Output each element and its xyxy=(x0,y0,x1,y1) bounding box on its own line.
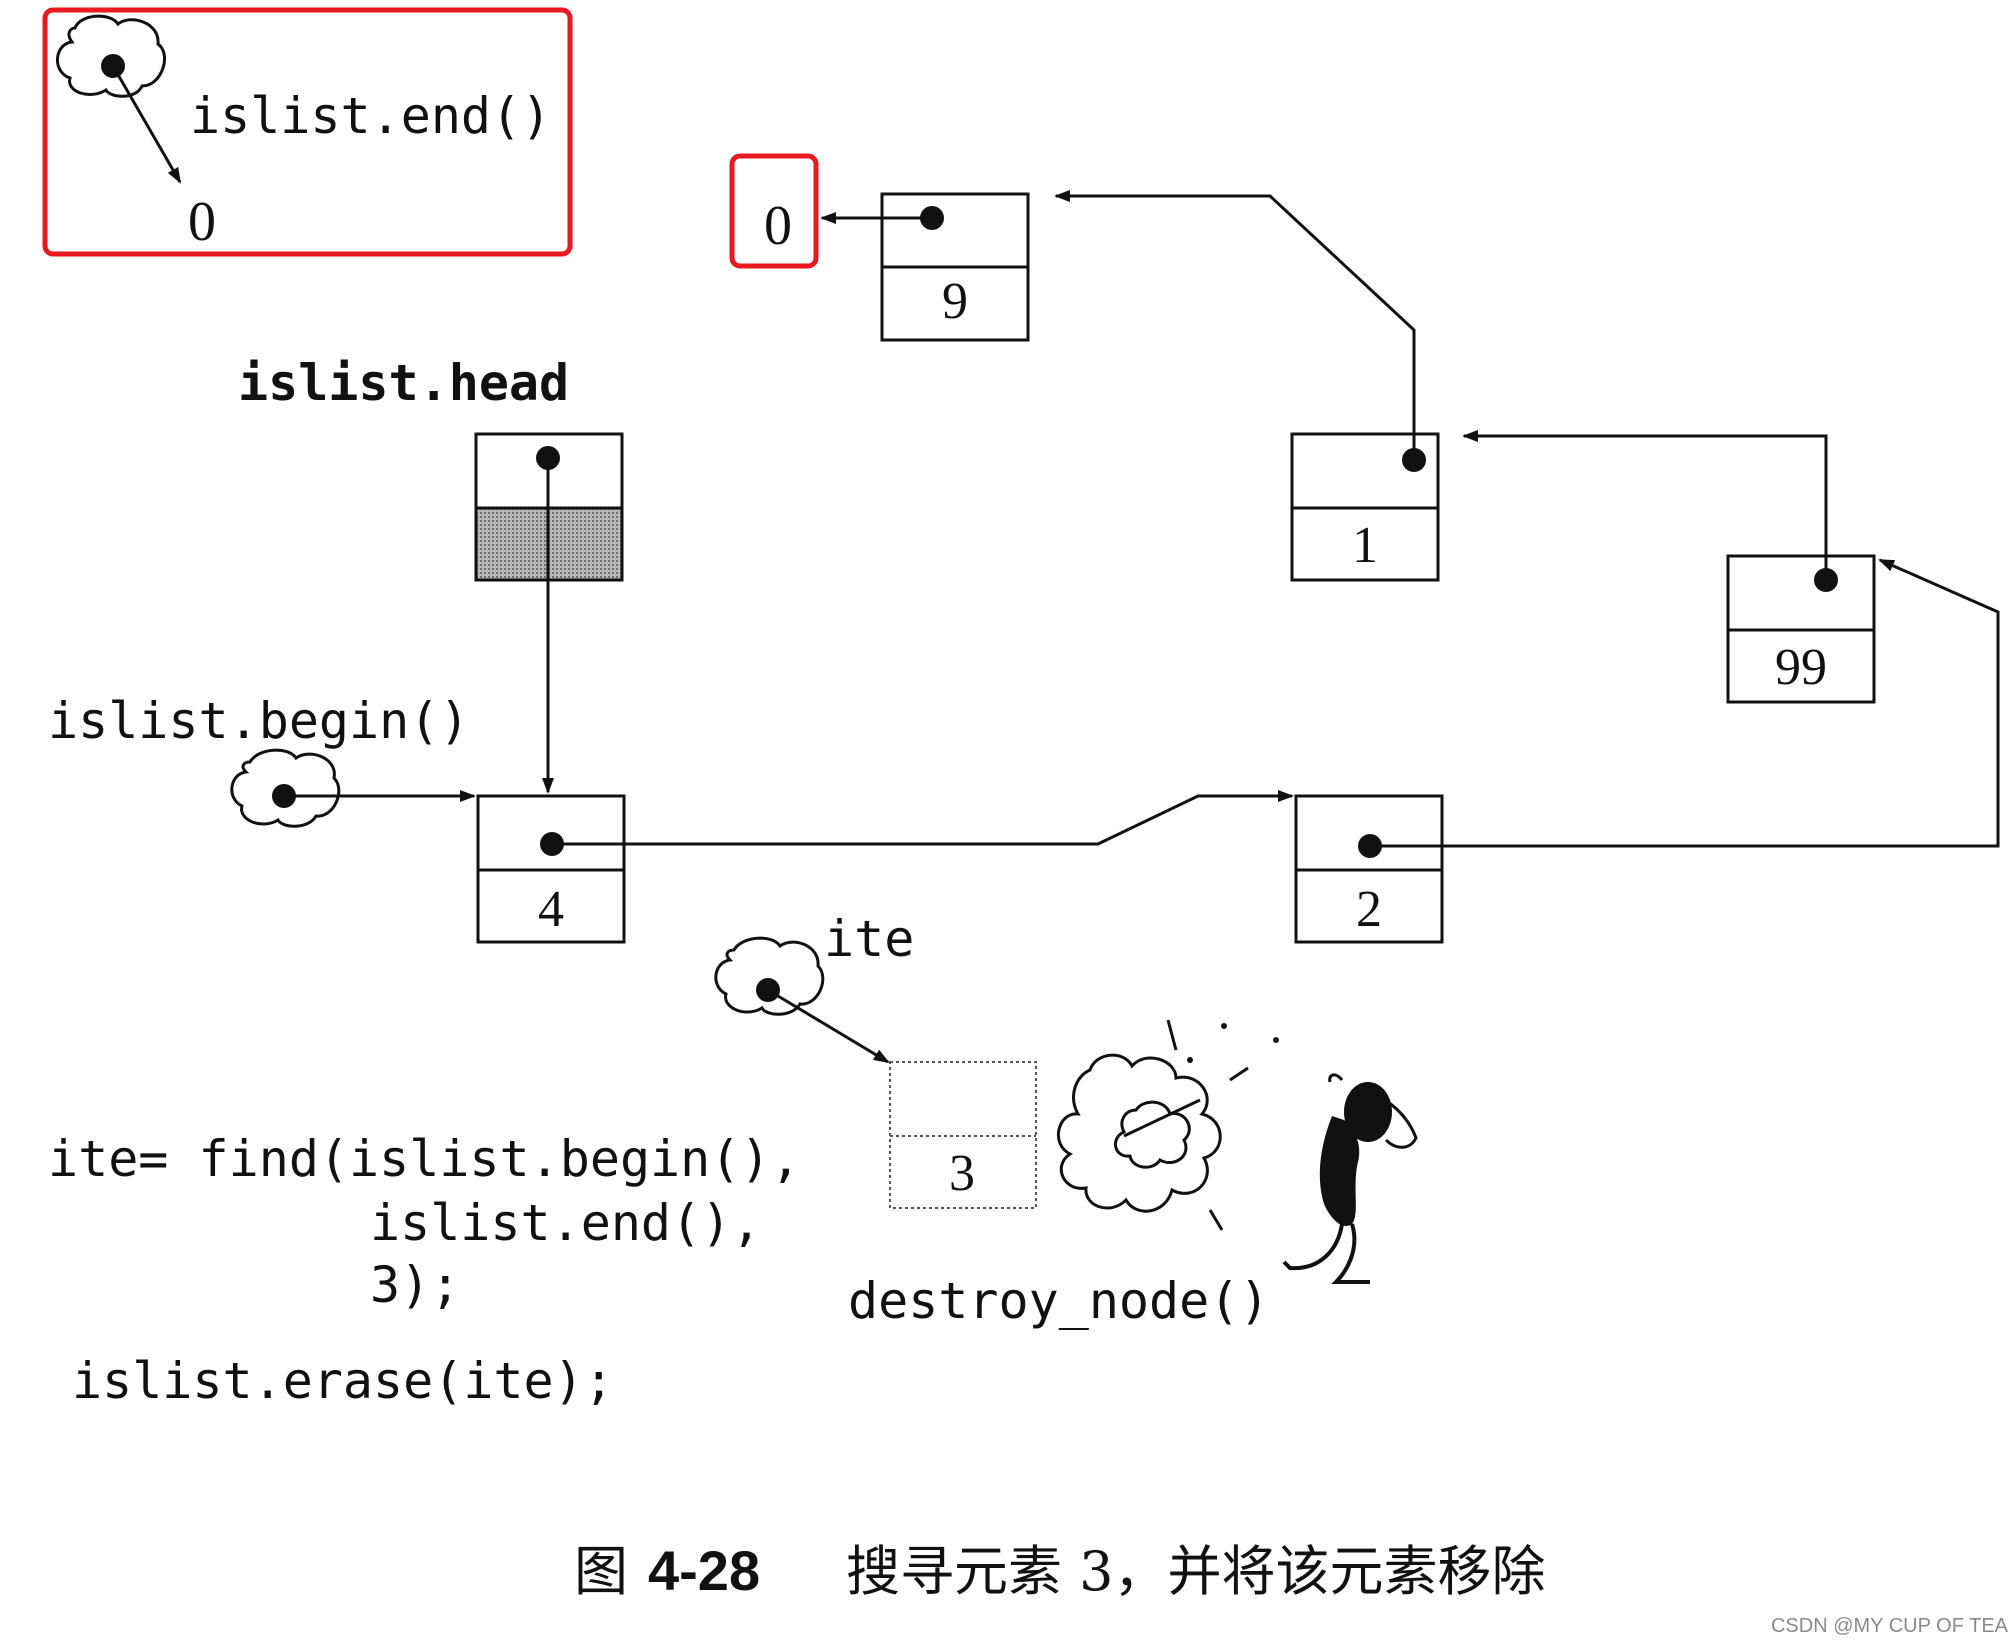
end-highlight-box xyxy=(42,7,573,257)
node-4: 4 xyxy=(476,790,1294,944)
startled-figure-icon xyxy=(1282,1073,1418,1284)
node-2: 2 xyxy=(1294,558,2000,944)
islist-end-label: islist.end() xyxy=(190,87,551,145)
ite-label: ite xyxy=(824,910,914,968)
iterator-cloud-icon-end xyxy=(56,14,167,98)
destroy-node-label: destroy_node() xyxy=(848,1272,1269,1330)
null-terminal-highlight-box xyxy=(729,153,819,269)
caption-number: 4-28 xyxy=(648,1539,760,1602)
node-2-value: 2 xyxy=(1356,881,1382,938)
islist-head-label: islist.head xyxy=(238,354,569,412)
code-line-4: islist.erase(ite); xyxy=(72,1352,614,1410)
iterator-cloud-icon-ite xyxy=(714,936,825,1016)
node-99-value: 99 xyxy=(1775,639,1827,696)
null-terminal: 0 xyxy=(764,195,792,257)
code-line-2: islist.end(), xyxy=(370,1194,761,1252)
node-9: 9 xyxy=(820,192,1030,342)
caption-prefix: 图 xyxy=(574,1540,628,1603)
node-1-value: 1 xyxy=(1352,517,1378,574)
head-node xyxy=(474,432,624,794)
node-9-value: 9 xyxy=(942,273,968,330)
islist-begin-label: islist.begin() xyxy=(48,692,469,750)
node-1: 1 xyxy=(1054,190,1440,582)
explosion-icon xyxy=(1057,1019,1249,1231)
node-4-value: 4 xyxy=(538,881,564,938)
caption-text: 搜寻元素 3，并将该元素移除 xyxy=(846,1540,1546,1603)
code-line-3: 3); xyxy=(370,1256,460,1314)
code-line-1: ite= find(islist.begin(), xyxy=(48,1130,801,1188)
node-3-value: 3 xyxy=(949,1145,975,1202)
null-top-left: 0 xyxy=(188,191,216,253)
iterator-cloud-icon-begin xyxy=(230,748,341,828)
removed-node-3: 3 xyxy=(889,1061,1037,1209)
node-99: 99 xyxy=(1462,430,1876,704)
watermark: CSDN @MY CUP OF TEA xyxy=(1771,1615,2009,1637)
